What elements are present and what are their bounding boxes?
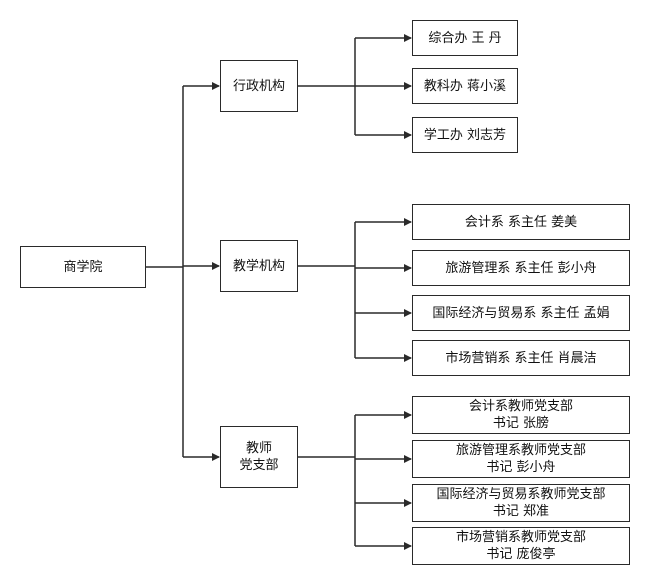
node-line: 书记 郑准	[492, 504, 550, 519]
node-dept-trade: 国际经济与贸易系 系主任 孟娟	[412, 295, 630, 331]
arrow-head	[404, 218, 412, 226]
arrow-head	[212, 82, 220, 90]
node-party-accounting: 会计系教师党支部 书记 张膀	[412, 396, 630, 434]
arrow-head	[404, 82, 412, 90]
node-line: 书记 庞俊亭	[486, 547, 556, 562]
node-party-tourism: 旅游管理系教师党支部 书记 彭小舟	[412, 440, 630, 478]
node-line: 综合办 王 丹	[428, 30, 502, 46]
node-admin-student: 学工办 刘志芳	[412, 117, 518, 153]
arrow-head	[212, 262, 220, 270]
arrow-head	[404, 34, 412, 42]
node-admin-research: 教科办 蒋小溪	[412, 68, 518, 104]
branch-label-line: 行政机构	[232, 78, 285, 94]
node-branch-teaching: 教学机构	[220, 240, 298, 292]
arrow-head	[404, 309, 412, 317]
node-line: 书记 彭小舟	[486, 460, 556, 475]
arrow-head	[404, 411, 412, 419]
node-line: 教科办 蒋小溪	[423, 78, 507, 94]
node-line: 书记 张膀	[492, 416, 550, 431]
node-line: 国际经济与贸易系教师党支部	[436, 487, 606, 502]
node-line: 市场营销系教师党支部	[455, 530, 586, 545]
node-admin-office: 综合办 王 丹	[412, 20, 518, 56]
node-line: 学工办 刘志芳	[423, 127, 507, 143]
arrow-head	[404, 455, 412, 463]
node-party-marketing: 市场营销系教师党支部 书记 庞俊亭	[412, 527, 630, 565]
arrow-head	[212, 453, 220, 461]
branch-label-line: 教学机构	[232, 258, 285, 274]
node-dept-tourism: 旅游管理系 系主任 彭小舟	[412, 250, 630, 286]
node-line: 市场营销系 系主任 肖晨洁	[445, 350, 597, 366]
branch-label-line: 教师	[245, 441, 272, 456]
node-line: 会计系教师党支部	[468, 399, 573, 414]
arrow-head	[404, 499, 412, 507]
node-line: 旅游管理系 系主任 彭小舟	[445, 260, 597, 276]
node-root: 商学院	[20, 246, 146, 288]
arrow-head	[404, 264, 412, 272]
node-root-label: 商学院	[63, 259, 103, 275]
node-branch-party: 教师 党支部	[220, 426, 298, 488]
arrow-head	[404, 131, 412, 139]
node-line: 国际经济与贸易系 系主任 孟娟	[432, 305, 610, 321]
node-dept-accounting: 会计系 系主任 姜美	[412, 204, 630, 240]
branch-label-line: 党支部	[239, 458, 279, 473]
arrow-head	[404, 354, 412, 362]
node-party-trade: 国际经济与贸易系教师党支部 书记 郑准	[412, 484, 630, 522]
node-line: 会计系 系主任 姜美	[464, 214, 578, 230]
node-line: 旅游管理系教师党支部	[455, 443, 586, 458]
node-branch-admin: 行政机构	[220, 60, 298, 112]
node-dept-marketing: 市场营销系 系主任 肖晨洁	[412, 340, 630, 376]
arrow-head	[404, 542, 412, 550]
